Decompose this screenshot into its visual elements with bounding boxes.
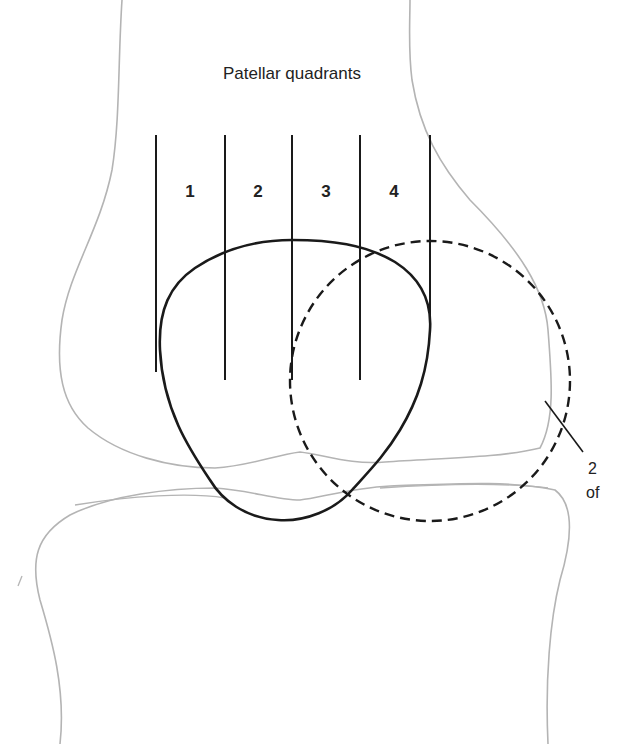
displacement-circle <box>290 241 570 521</box>
tibia-outline <box>36 484 570 744</box>
diagram-title: Patellar quadrants <box>223 64 361 84</box>
leader-line <box>545 401 583 452</box>
quadrant-number: 2 <box>253 182 262 202</box>
patella-outline <box>160 240 430 520</box>
quadrant-number: 4 <box>389 182 398 202</box>
edge-mark <box>18 576 22 586</box>
quadrant-number: 1 <box>185 182 194 202</box>
plateau-line <box>75 484 548 505</box>
callout-text: of <box>586 484 599 502</box>
femur-outline <box>59 0 551 468</box>
callout-text: 2 <box>588 460 597 478</box>
quadrant-number: 3 <box>321 182 330 202</box>
